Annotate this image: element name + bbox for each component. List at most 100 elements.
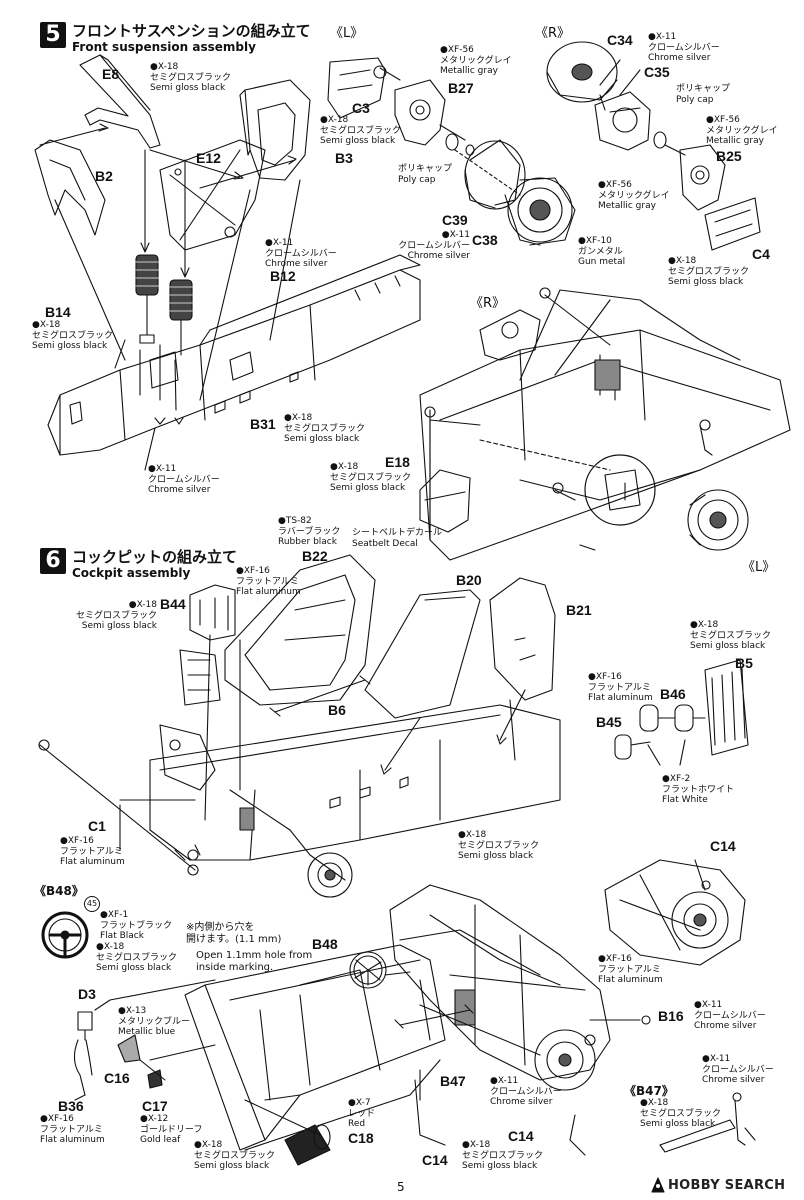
r-hub-exploded-drawing [546, 41, 761, 251]
view-l-label: 《L》 [330, 26, 364, 41]
part-label-b27: B27 [448, 80, 474, 96]
assembled-front-suspension-drawing [419, 287, 791, 561]
step-5-number: 5 [40, 22, 66, 48]
part-label-e8: E8 [102, 66, 120, 82]
hole-note-jp: ※内側から穴を開けます。(1.1 mm) [186, 922, 282, 945]
part-label-e12: E12 [196, 150, 221, 166]
c38-brake-disc [504, 177, 576, 246]
part-label-b47: B47 [440, 1073, 466, 1089]
part-label-b48: B48 [312, 936, 338, 952]
part-label-c3: C3 [352, 100, 370, 116]
hobby-search-logo [651, 1177, 665, 1193]
b47-detail-drawing [659, 1092, 756, 1153]
part-label-b44: B44 [160, 596, 186, 612]
part-label-b31: B31 [250, 416, 276, 432]
c14-detail-drawing [604, 859, 746, 966]
step-5-title-en: Front suspension assembly [72, 40, 256, 54]
b48-steering-wheel-detail [41, 911, 89, 959]
part-label-c35: C35 [644, 64, 670, 80]
part-label-b3: B3 [335, 150, 353, 166]
step-5-title-jp: フロントサスペンションの組み立て [72, 22, 311, 40]
view-r-label: 《R》 [535, 26, 571, 41]
part-label-c16: C16 [104, 1070, 130, 1086]
part-label-d3: D3 [78, 986, 96, 1002]
part-label-b46: B46 [660, 686, 686, 702]
part-label-c14-left: C14 [422, 1152, 448, 1168]
l-brake-disc-assembled [687, 489, 749, 551]
part-label-b36: B36 [58, 1098, 84, 1114]
seat-and-panels-drawing [38, 554, 749, 898]
part-label-b2: B2 [95, 168, 113, 184]
part-label-c1: C1 [88, 818, 106, 834]
part-label-c4: C4 [752, 246, 770, 262]
part-label-c38: C38 [472, 232, 498, 248]
part-label-c18: C18 [348, 1130, 374, 1146]
step-6-title-en: Cockpit assembly [72, 566, 191, 580]
part-label-b45: B45 [596, 714, 622, 730]
part-label-b12: B12 [270, 268, 296, 284]
watermark-text: HOBBY SEARCH [668, 1178, 786, 1193]
part-label-c14-detail: C14 [710, 838, 736, 854]
step-6-title-jp: コックピットの組み立て [72, 548, 238, 566]
front-suspension-frame-drawing [34, 54, 421, 471]
part-label-b20: B20 [456, 572, 482, 588]
part-label-c39: C39 [442, 212, 468, 228]
spring-b14-right [169, 279, 193, 356]
b47-view-label: 《B47》 [624, 1084, 674, 1098]
step-6-number: 6 [40, 548, 66, 574]
part-label-b22: B22 [302, 548, 328, 564]
part-label-e18: E18 [385, 454, 410, 470]
cockpit-lower-assembly-drawing [73, 884, 651, 1166]
part-label-c14-right: C14 [508, 1128, 534, 1144]
page-number: 5 [397, 1180, 405, 1194]
view-l-assembled-label: 《L》 [742, 560, 776, 575]
c34-brake-disc [546, 41, 618, 103]
part-label-b16: B16 [658, 1008, 684, 1024]
part-label-b21: B21 [566, 602, 592, 618]
part-label-b5: B5 [735, 655, 753, 671]
decal-number-circle: 45 [84, 896, 100, 912]
l-hub-exploded-drawing [327, 57, 576, 246]
b48-view-label: 《B48》 [34, 884, 84, 898]
part-label-b14: B14 [45, 304, 71, 320]
part-label-c34: C34 [607, 32, 633, 48]
part-label-b25: B25 [716, 148, 742, 164]
